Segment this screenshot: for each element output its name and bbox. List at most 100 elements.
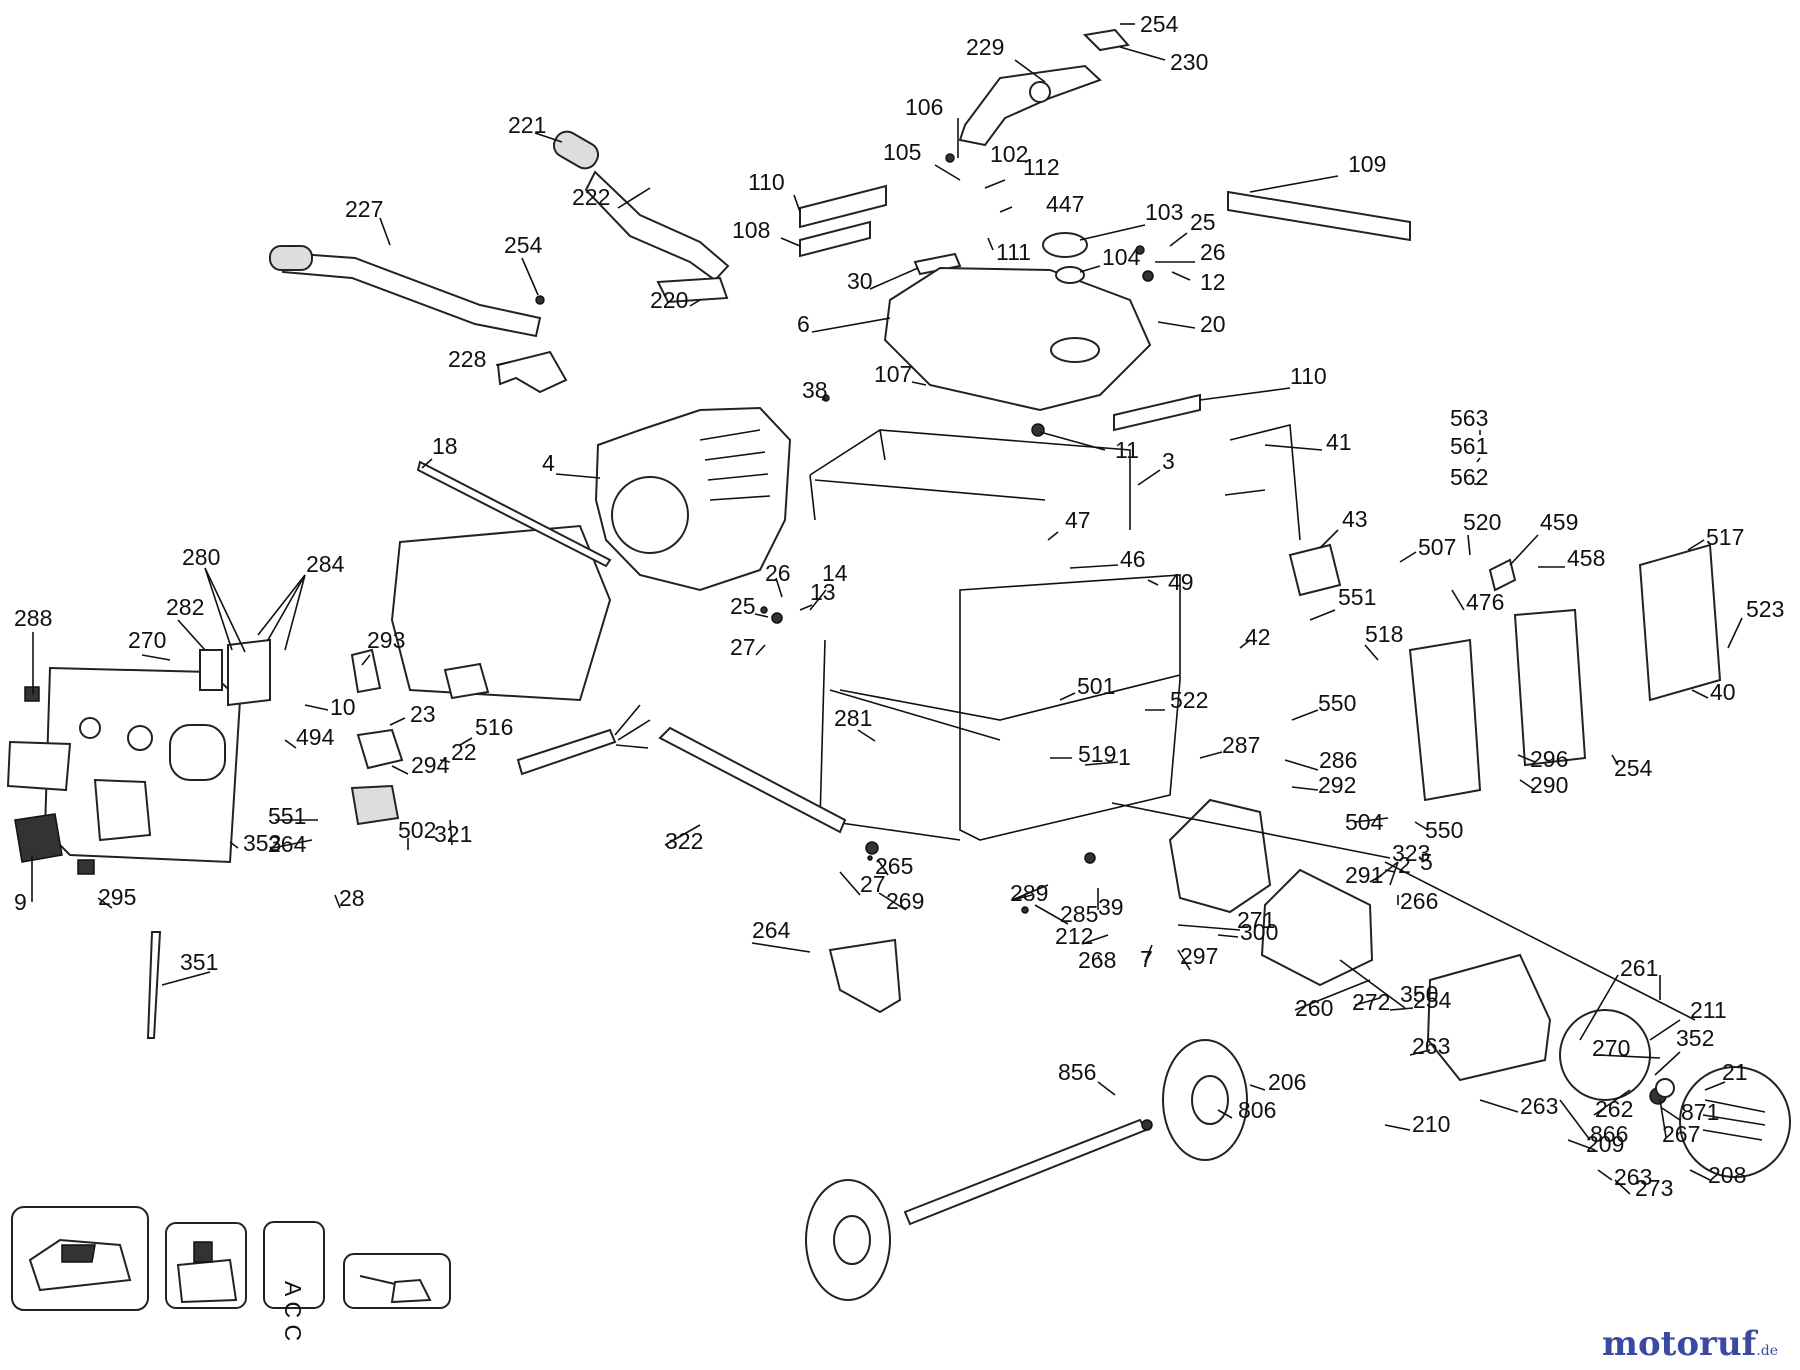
leader-270 [141,654,171,661]
leader-351 [161,971,211,986]
callout-26: 26 [1200,239,1226,265]
leader-353 [229,841,239,849]
callout-28: 28 [339,885,365,911]
callout-254: 254 [1140,11,1179,37]
callout-12: 12 [1200,269,1226,295]
callout-10: 10 [330,694,356,720]
wheel-hub-left [833,1215,871,1265]
callout-254: 254 [1614,755,1653,781]
callout-30: 30 [847,268,873,294]
leader-284 [284,574,306,651]
muffler-494 [1513,608,1587,767]
callout-11: 11 [1115,437,1139,463]
leader-551 [1309,609,1336,621]
callout-294: 294 [411,752,450,778]
callout-212: 212 [1055,923,1093,949]
leader-40 [1691,689,1709,699]
fastener [760,606,768,614]
leader-264 [272,839,313,849]
leader-350 [1339,959,1406,1009]
fastener [771,612,783,624]
callout-270: 270 [128,627,166,653]
leader-447 [999,206,1013,213]
callout-269: 269 [886,888,924,914]
callout-107: 107 [874,361,912,387]
leader-28 [334,894,341,909]
leader-4 [555,473,601,479]
callout-322: 322 [665,828,703,854]
leader-14 [809,589,827,611]
switch-285 [77,859,95,875]
leader-229 [1014,59,1046,83]
leader-282 [177,619,206,651]
callout-211: 211 [1690,997,1727,1023]
callout-281: 281 [834,705,872,731]
callout-520: 520 [1463,509,1501,535]
callout-297: 297 [1180,943,1218,969]
leader-265 [877,859,889,876]
switch-293 [350,648,382,694]
leader-227 [379,217,391,246]
wheel-hub-209 [1191,1075,1229,1125]
bracket-hole [1029,81,1051,103]
grip-227 [269,245,313,271]
leader-21 [1704,1081,1726,1091]
frame-rail [814,479,1046,741]
leader-476 [1451,589,1465,611]
fastener [867,855,873,861]
leader-262 [1593,1089,1631,1116]
leader-230 [1119,46,1166,61]
leader-220 [689,299,701,307]
leader-5 [1389,861,1399,886]
leader-254 [1389,1007,1414,1011]
washer-262 [1655,1078,1675,1098]
leader-263 [1409,1049,1431,1056]
fastener [1084,852,1096,864]
callout-351: 351 [180,949,218,975]
leader-254 [521,257,539,296]
leader-295 [97,897,113,909]
callout-221: 221 [508,112,546,138]
callout-501: 501 [1077,673,1115,699]
engine-fins [699,429,771,501]
leader-561 [1476,457,1481,463]
decal-108 [799,220,871,258]
callout-13: 13 [810,579,836,605]
leader-13 [799,604,813,611]
callout-282: 282 [166,594,204,620]
lift-bracket-229 [958,64,1102,147]
callout-287: 287 [1222,732,1260,758]
leader-38 [821,397,827,401]
leader-550 [1414,821,1429,831]
callout-25: 25 [730,593,756,619]
callout-504: 504 [1345,809,1384,835]
leader-269 [878,892,907,911]
leader-112 [984,179,1006,189]
leader-323 [1384,861,1696,1021]
battery-top-866 [193,1241,213,1263]
leader-267 [1659,1099,1667,1138]
callout-264: 264 [268,831,307,857]
callout-23: 23 [410,701,436,727]
leader-292 [1291,786,1319,791]
crossbar-2 [658,726,847,834]
leader-287 [1199,751,1223,759]
leader-516 [459,737,473,746]
leader-856 [1097,1081,1116,1096]
leader-285 [1034,904,1069,925]
callout-110: 110 [1290,363,1327,389]
leader-517 [1687,539,1705,551]
callout-323: 323 [1392,840,1430,866]
leader-23 [389,717,406,726]
callout-206: 206 [1268,1069,1306,1095]
callout-290: 290 [1530,772,1568,798]
callout-39: 39 [1098,894,1124,920]
callout-230: 230 [1170,49,1208,75]
callout-270: 270 [1592,1035,1630,1061]
leader-208 [1689,1169,1711,1181]
callout-352: 352 [1676,1025,1714,1051]
rotor-351 [1260,868,1374,987]
leader-297 [1177,949,1191,971]
accessory-text: A C C [280,1281,306,1341]
leader-27 [839,871,861,896]
